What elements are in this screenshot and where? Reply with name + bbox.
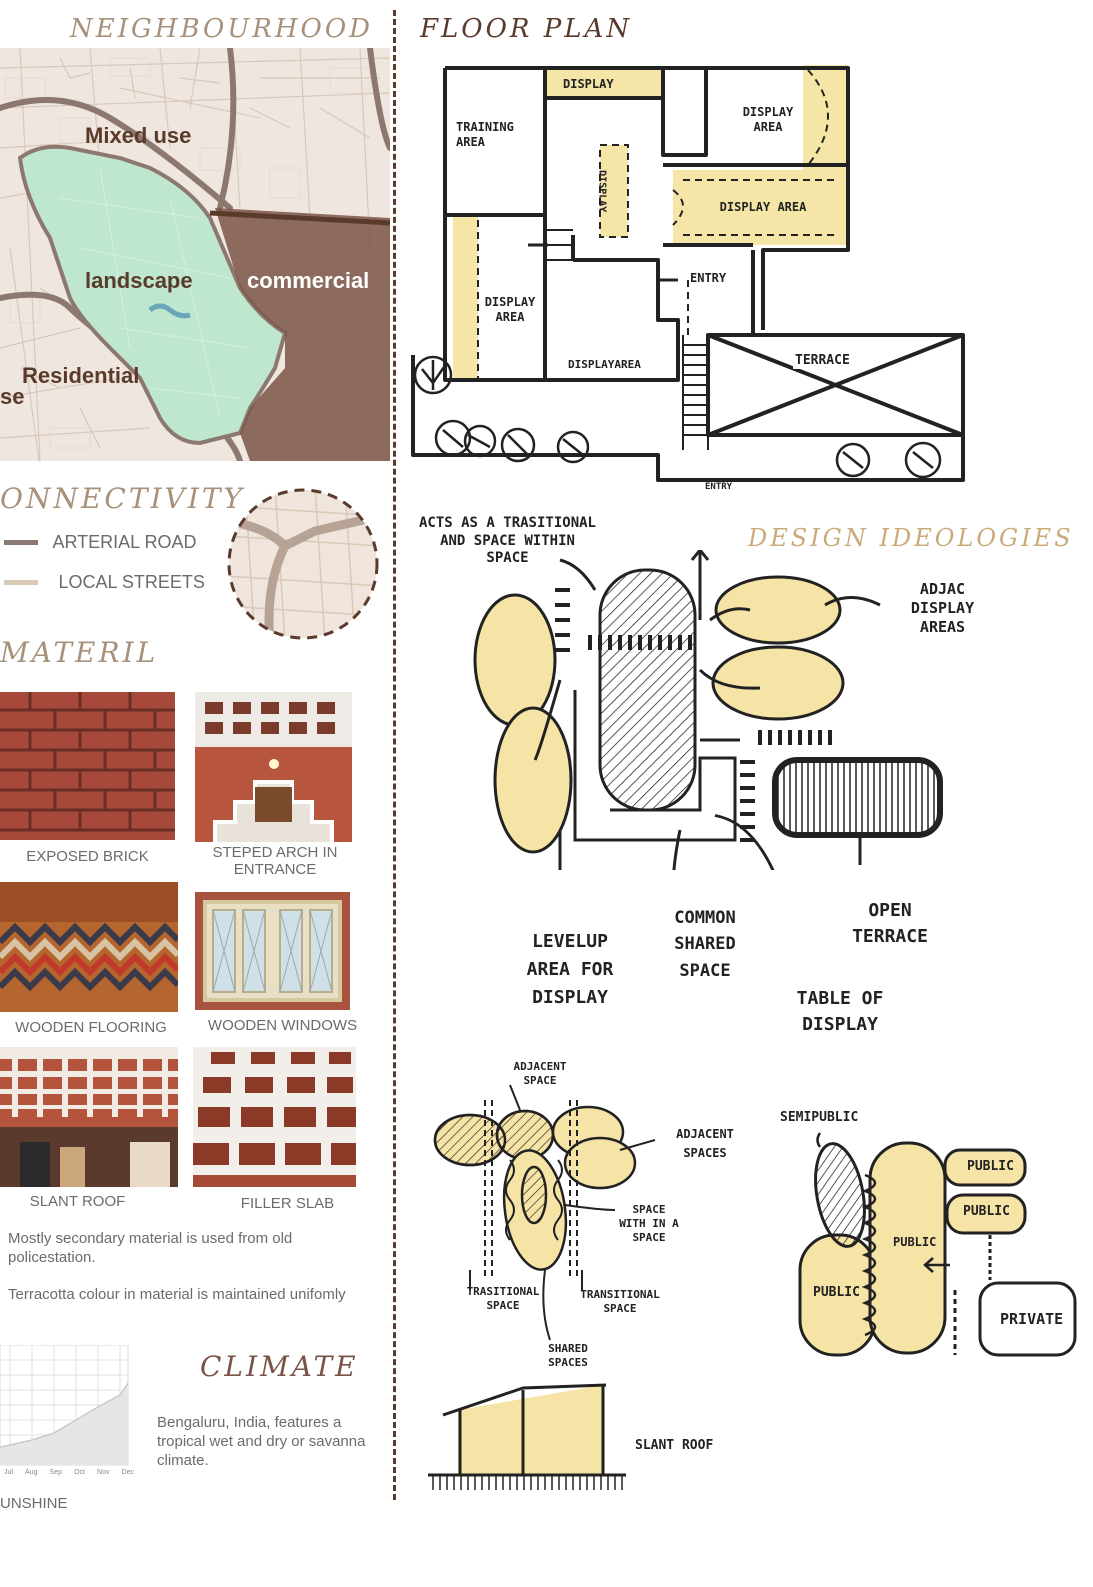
map-label-mixed-use: Mixed use bbox=[85, 123, 192, 148]
caption-slant-roof: SLANT ROOF bbox=[29, 1193, 126, 1210]
d3-public-3: PUBLIC bbox=[893, 1235, 937, 1249]
d3-public-4: PUBLIC bbox=[813, 1285, 860, 1300]
neighbourhood-map: Mixed use landscape commercial Residenti… bbox=[0, 48, 390, 461]
d2-transitional: TRANSITIONAL SPACE bbox=[580, 1288, 660, 1315]
d3-public-1: PUBLIC bbox=[967, 1159, 1014, 1174]
legend-arterial-swatch bbox=[4, 540, 38, 545]
design-ideologies-sketch: ACTS AS A TRASITIONAL AND SPACE WITHIN S… bbox=[419, 515, 974, 940]
flooring-pattern bbox=[0, 882, 178, 992]
floor-plan-graphic bbox=[411, 65, 965, 482]
connectivity-circle bbox=[225, 486, 381, 642]
fp-entry: ENTRY bbox=[690, 271, 727, 285]
sunshine-chart: Jul Aug Sep Oct Nov Dec bbox=[0, 1344, 135, 1480]
steped-arch-photo bbox=[195, 692, 352, 842]
month-label: Jul bbox=[4, 1469, 13, 1476]
fp-display-area-left: DISPLAY AREA bbox=[484, 295, 536, 324]
window-pattern bbox=[203, 900, 342, 1002]
floor-plan-heading: FLOOR PLAN bbox=[420, 14, 633, 44]
neighbourhood-heading: NEIGHBOURHOOD bbox=[70, 14, 373, 44]
map-label-cut: se bbox=[0, 384, 25, 409]
caption-wooden-flooring: WOODEN FLOORING bbox=[15, 1019, 167, 1036]
design-ideologies-heading: DESIGN IDEOLOGIES bbox=[748, 524, 1074, 552]
di-levelup-label: LEVELUP AREA FOR DISPLAY bbox=[526, 931, 614, 1008]
caption-exposed-brick: EXPOSED BRICK bbox=[26, 848, 149, 865]
material-heading: MATERIL bbox=[0, 636, 159, 669]
di-common-label: COMMON SHARED SPACE bbox=[674, 908, 736, 981]
d2-shared: SHARED SPACES bbox=[548, 1342, 588, 1369]
map-label-residential: Residential bbox=[22, 363, 140, 388]
column-divider bbox=[393, 10, 396, 1500]
caption-filler-slab: FILLER SLAB bbox=[240, 1195, 335, 1212]
d2-adjacent-spaces: ADJACENT SPACES bbox=[676, 1127, 734, 1161]
di-acts-label: ACTS AS A TRASITIONAL AND SPACE WITHIN S… bbox=[418, 515, 596, 566]
caption-steped-arch: STEPED ARCH IN ENTRANCE bbox=[212, 844, 338, 878]
di-table-label: TABLE OF DISPLAY bbox=[796, 988, 884, 1036]
legend-local: LOCAL STREETS bbox=[4, 572, 205, 593]
d3-semipublic: SEMIPUBLIC bbox=[780, 1110, 859, 1125]
slant-roof-label: SLANT ROOF bbox=[635, 1438, 714, 1453]
material-note-1: Mostly secondary material is used from o… bbox=[8, 1230, 293, 1266]
month-label: Sep bbox=[49, 1469, 63, 1476]
d3-public-2: PUBLIC bbox=[963, 1204, 1010, 1219]
d2-trasitional: TRASITIONAL SPACE bbox=[466, 1285, 540, 1312]
filler-slab-photo bbox=[193, 1047, 356, 1187]
legend-arterial-label: ARTERIAL ROAD bbox=[52, 532, 197, 552]
fp-display-top: DISPLAY bbox=[563, 77, 614, 91]
connectivity-heading: ONNECTIVITY bbox=[0, 482, 245, 515]
sunshine-months: Jul Aug Sep Oct Nov Dec bbox=[4, 1469, 134, 1476]
fp-display-vert: DISPLAY bbox=[596, 170, 608, 213]
climate-heading: CLIMATE bbox=[200, 1350, 359, 1383]
slant-roof-graphic bbox=[428, 1383, 626, 1490]
steped-arch-pattern bbox=[195, 702, 352, 842]
month-label: Dec bbox=[121, 1469, 134, 1476]
map-label-landscape: landscape bbox=[85, 268, 193, 293]
neighbourhood-map-graphic bbox=[0, 48, 390, 461]
month-label: Oct bbox=[74, 1469, 85, 1476]
fp-training: TRAINING AREA bbox=[456, 120, 514, 149]
climate-text: Bengaluru, India, features a tropical we… bbox=[157, 1414, 366, 1469]
filler-slab-pattern bbox=[193, 1052, 356, 1187]
slant-roof-sketch bbox=[428, 1380, 628, 1500]
wooden-flooring-photo bbox=[0, 882, 178, 1012]
slant-roof-photo bbox=[0, 1047, 178, 1187]
di-adjac-label: ADJAC DISPLAY AREAS bbox=[910, 580, 975, 636]
transitional-diagram-graphic bbox=[433, 1084, 656, 1341]
legend-local-swatch bbox=[4, 580, 38, 585]
sunshine-chart-graphic bbox=[0, 1344, 129, 1466]
fp-display-area-mid: DISPLAY AREA bbox=[719, 200, 807, 214]
fp-entry-bottom: ENTRY bbox=[705, 482, 733, 492]
month-label: Nov bbox=[97, 1469, 110, 1476]
d3-private: PRIVATE bbox=[1000, 1310, 1064, 1328]
di-terrace-label: OPEN TERRACE bbox=[852, 900, 928, 948]
brick-pattern bbox=[0, 692, 175, 832]
floor-plan-sketch: DISPLAY TRAINING AREA DISPLAY AREA DISPL… bbox=[408, 55, 968, 495]
public-private-graphic bbox=[798, 1132, 1077, 1357]
month-label: Aug bbox=[25, 1469, 38, 1476]
wooden-windows-photo bbox=[195, 892, 350, 1010]
d2-adjacent-space: ADJACENT SPACE bbox=[513, 1060, 567, 1087]
connectivity-circle-graphic bbox=[227, 488, 379, 640]
exposed-brick-photo bbox=[0, 692, 175, 840]
sunshine-caption: UNSHINE bbox=[0, 1495, 68, 1512]
fp-terrace: TERRACE bbox=[793, 353, 852, 370]
legend-arterial: ARTERIAL ROAD bbox=[4, 532, 197, 553]
d2-space-within: SPACE WITH IN A SPACE bbox=[619, 1203, 679, 1244]
map-label-commercial: commercial bbox=[247, 268, 370, 293]
material-note-2: Terracotta colour in material is maintai… bbox=[8, 1286, 346, 1303]
fp-displayarea-bottom: DISPLAYAREA bbox=[568, 358, 641, 371]
caption-wooden-windows: WOODEN WINDOWS bbox=[207, 1017, 358, 1034]
slant-roof-pattern bbox=[0, 1047, 178, 1187]
legend-local-label: LOCAL STREETS bbox=[58, 572, 205, 592]
design-ideologies-graphic bbox=[473, 547, 943, 940]
public-private-diagram: SEMIPUBLIC PUBLIC PUBLIC PUBLIC PUBLIC P… bbox=[775, 1105, 1080, 1365]
transitional-diagram: ADJACENT SPACE ADJACENT SPACES SPACE WIT… bbox=[430, 1060, 750, 1380]
fp-display-area-tr: DISPLAY AREA bbox=[742, 105, 794, 134]
